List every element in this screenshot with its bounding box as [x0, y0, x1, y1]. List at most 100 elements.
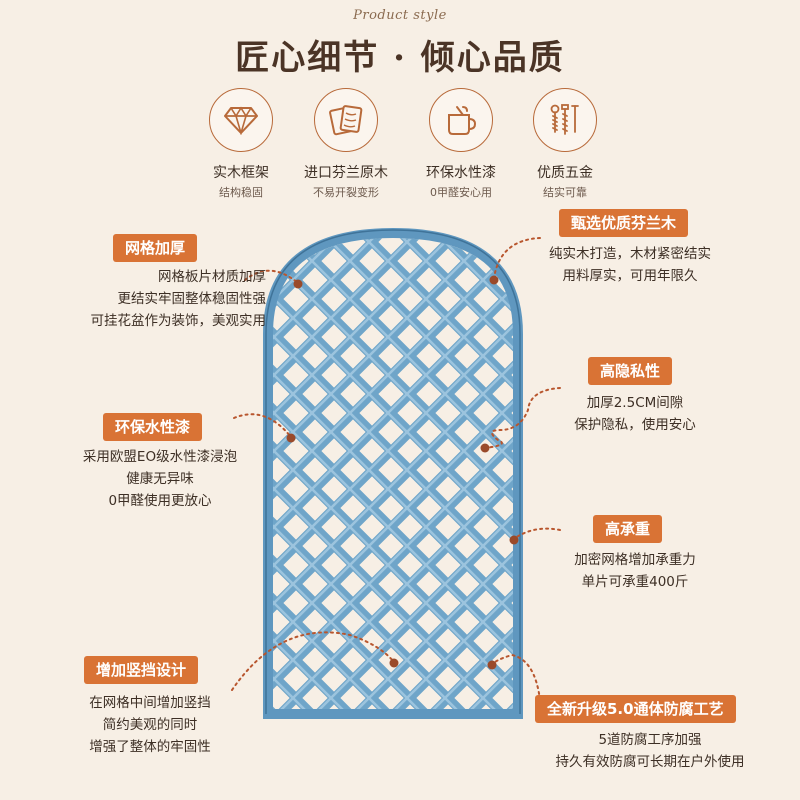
lattice-slat [730, 220, 800, 720]
lattice-slat [308, 238, 514, 712]
lattice-slat [652, 219, 800, 719]
lattice-slat [692, 220, 800, 720]
feature-eco-paint: 环保水性漆 0甲醛安心用 [406, 88, 516, 200]
lattice-slat [654, 220, 800, 720]
lattice-slat [768, 220, 800, 720]
lattice-slat [347, 238, 514, 712]
feature-finnish-wood: 进口芬兰原木 不易开裂变形 [291, 88, 401, 200]
feature-title: 环保水性漆 [426, 165, 496, 181]
lattice-slat [272, 238, 507, 712]
tag-vertical-bar: 增加竖挡设计 [84, 656, 199, 684]
lattice-slat [272, 238, 514, 712]
lattice-slat [422, 238, 514, 712]
lattice-slat [766, 219, 800, 719]
lattice-slat [728, 219, 800, 719]
desc-vertical-bar: 在网格中间增加竖挡 简约美观的同时 增强了整体的牢固性 [60, 692, 240, 758]
lattice-slat [0, 221, 50, 721]
lattice-slat [272, 238, 514, 712]
lattice-slat [272, 238, 436, 712]
desc-line: 加厚2.5CM间隙 [586, 395, 684, 411]
desc-line: 可挂花盆作为装饰，美观实用 [90, 313, 267, 329]
screws-icon [533, 88, 597, 152]
lattice-slat [654, 220, 800, 720]
script-subtitle: Product style [353, 8, 447, 23]
callout-dots [286, 275, 519, 670]
lattice-slat [540, 220, 800, 720]
lattice-slat [538, 221, 800, 721]
lattice-slat [0, 220, 52, 720]
lattice-slat [272, 238, 431, 712]
lattice-slat [272, 238, 393, 712]
lattice-slat [272, 238, 514, 712]
lattice-slat [272, 238, 514, 712]
lattice-slat [272, 238, 474, 712]
lattice-slat [308, 238, 514, 712]
lattice-slat [272, 238, 514, 712]
lattice-slat [614, 221, 800, 721]
tag-load-bearing: 高承重 [593, 515, 663, 543]
lattice-slat [0, 219, 12, 719]
lattice-slat [272, 238, 514, 712]
lattice-slat [690, 221, 800, 721]
lattice-slat [730, 220, 800, 720]
lattice-slat [728, 221, 800, 721]
lattice-slat [309, 238, 514, 712]
lattice-slat [272, 238, 514, 712]
lattice-slat [272, 238, 512, 712]
lattice-slat [272, 238, 514, 712]
lattice-slat [272, 238, 514, 712]
desc-line: 用料厚实，可用年限久 [562, 268, 698, 284]
feature-title: 进口芬兰原木 [304, 165, 388, 181]
lattice-slat [272, 238, 514, 712]
lattice-slat [272, 238, 398, 712]
lattice-slat [423, 238, 514, 712]
desc-line: 单片可承重400斤 [581, 574, 689, 590]
lattice-slat [347, 238, 514, 712]
desc-line: 纯实木打造，木材紧密结实 [549, 246, 711, 262]
feature-solid-wood-frame: 实木框架 结构稳固 [186, 88, 296, 200]
lattice-slat [0, 220, 14, 720]
lattice-slat [272, 238, 474, 712]
lattice-slat [498, 238, 514, 712]
desc-line: 更结实牢固整体稳固性强 [117, 291, 267, 307]
lattice-slat [0, 220, 52, 720]
trellis-frame [263, 227, 523, 719]
lattice-slat [272, 238, 469, 712]
lattice-slat [272, 238, 507, 712]
desc-line: 加密网格增加承重力 [574, 552, 696, 568]
lattice-slat [652, 221, 800, 721]
tag-anticorrosion: 全新升级5.0通体防腐工艺 [535, 695, 736, 723]
lattice-slat [272, 238, 514, 712]
lattice-slat [346, 238, 514, 712]
lattice-slat [0, 221, 12, 721]
desc-anticorrosion: 5道防腐工序加强 持久有效防腐可长期在户外使用 [530, 729, 770, 773]
lattice-slat [616, 220, 800, 720]
lattice-slat [272, 238, 514, 712]
desc-line: 健康无异味 [126, 471, 194, 487]
lattice-slat [578, 220, 800, 720]
lattice-slat [384, 238, 514, 712]
paint-can-icon [429, 88, 493, 152]
desc-line: 持久有效防腐可长期在户外使用 [555, 754, 745, 770]
wood-plank-icon [314, 88, 378, 152]
lattice-slat [538, 219, 800, 719]
lattice-slat [272, 238, 514, 712]
lattice-slat [384, 238, 514, 712]
desc-line: 采用欧盟EO级水性漆浸泡 [82, 449, 238, 465]
desc-eco-paint: 采用欧盟EO级水性漆浸泡 健康无异味 0甲醛使用更放心 [60, 446, 260, 512]
desc-line: 网格板片材质加厚 [158, 269, 266, 285]
desc-load-bearing: 加密网格增加承重力 单片可承重400斤 [560, 549, 710, 593]
page-title: 匠心细节 · 倾心品质 [235, 38, 565, 78]
lattice-slat [385, 238, 514, 712]
lattice-slat [272, 238, 514, 712]
lattice-slat [346, 238, 514, 712]
diamond-icon [209, 88, 273, 152]
feature-title: 优质五金 [537, 165, 593, 181]
lattice-slat [0, 219, 50, 719]
desc-privacy: 加厚2.5CM间隙 保护隐私，使用安心 [560, 392, 710, 436]
lattice-slat [272, 238, 514, 712]
lattice-slat [692, 220, 800, 720]
tag-eco-paint: 环保水性漆 [103, 413, 203, 441]
desc-line: 0甲醛使用更放心 [108, 493, 212, 509]
lattice-slat [272, 238, 512, 712]
